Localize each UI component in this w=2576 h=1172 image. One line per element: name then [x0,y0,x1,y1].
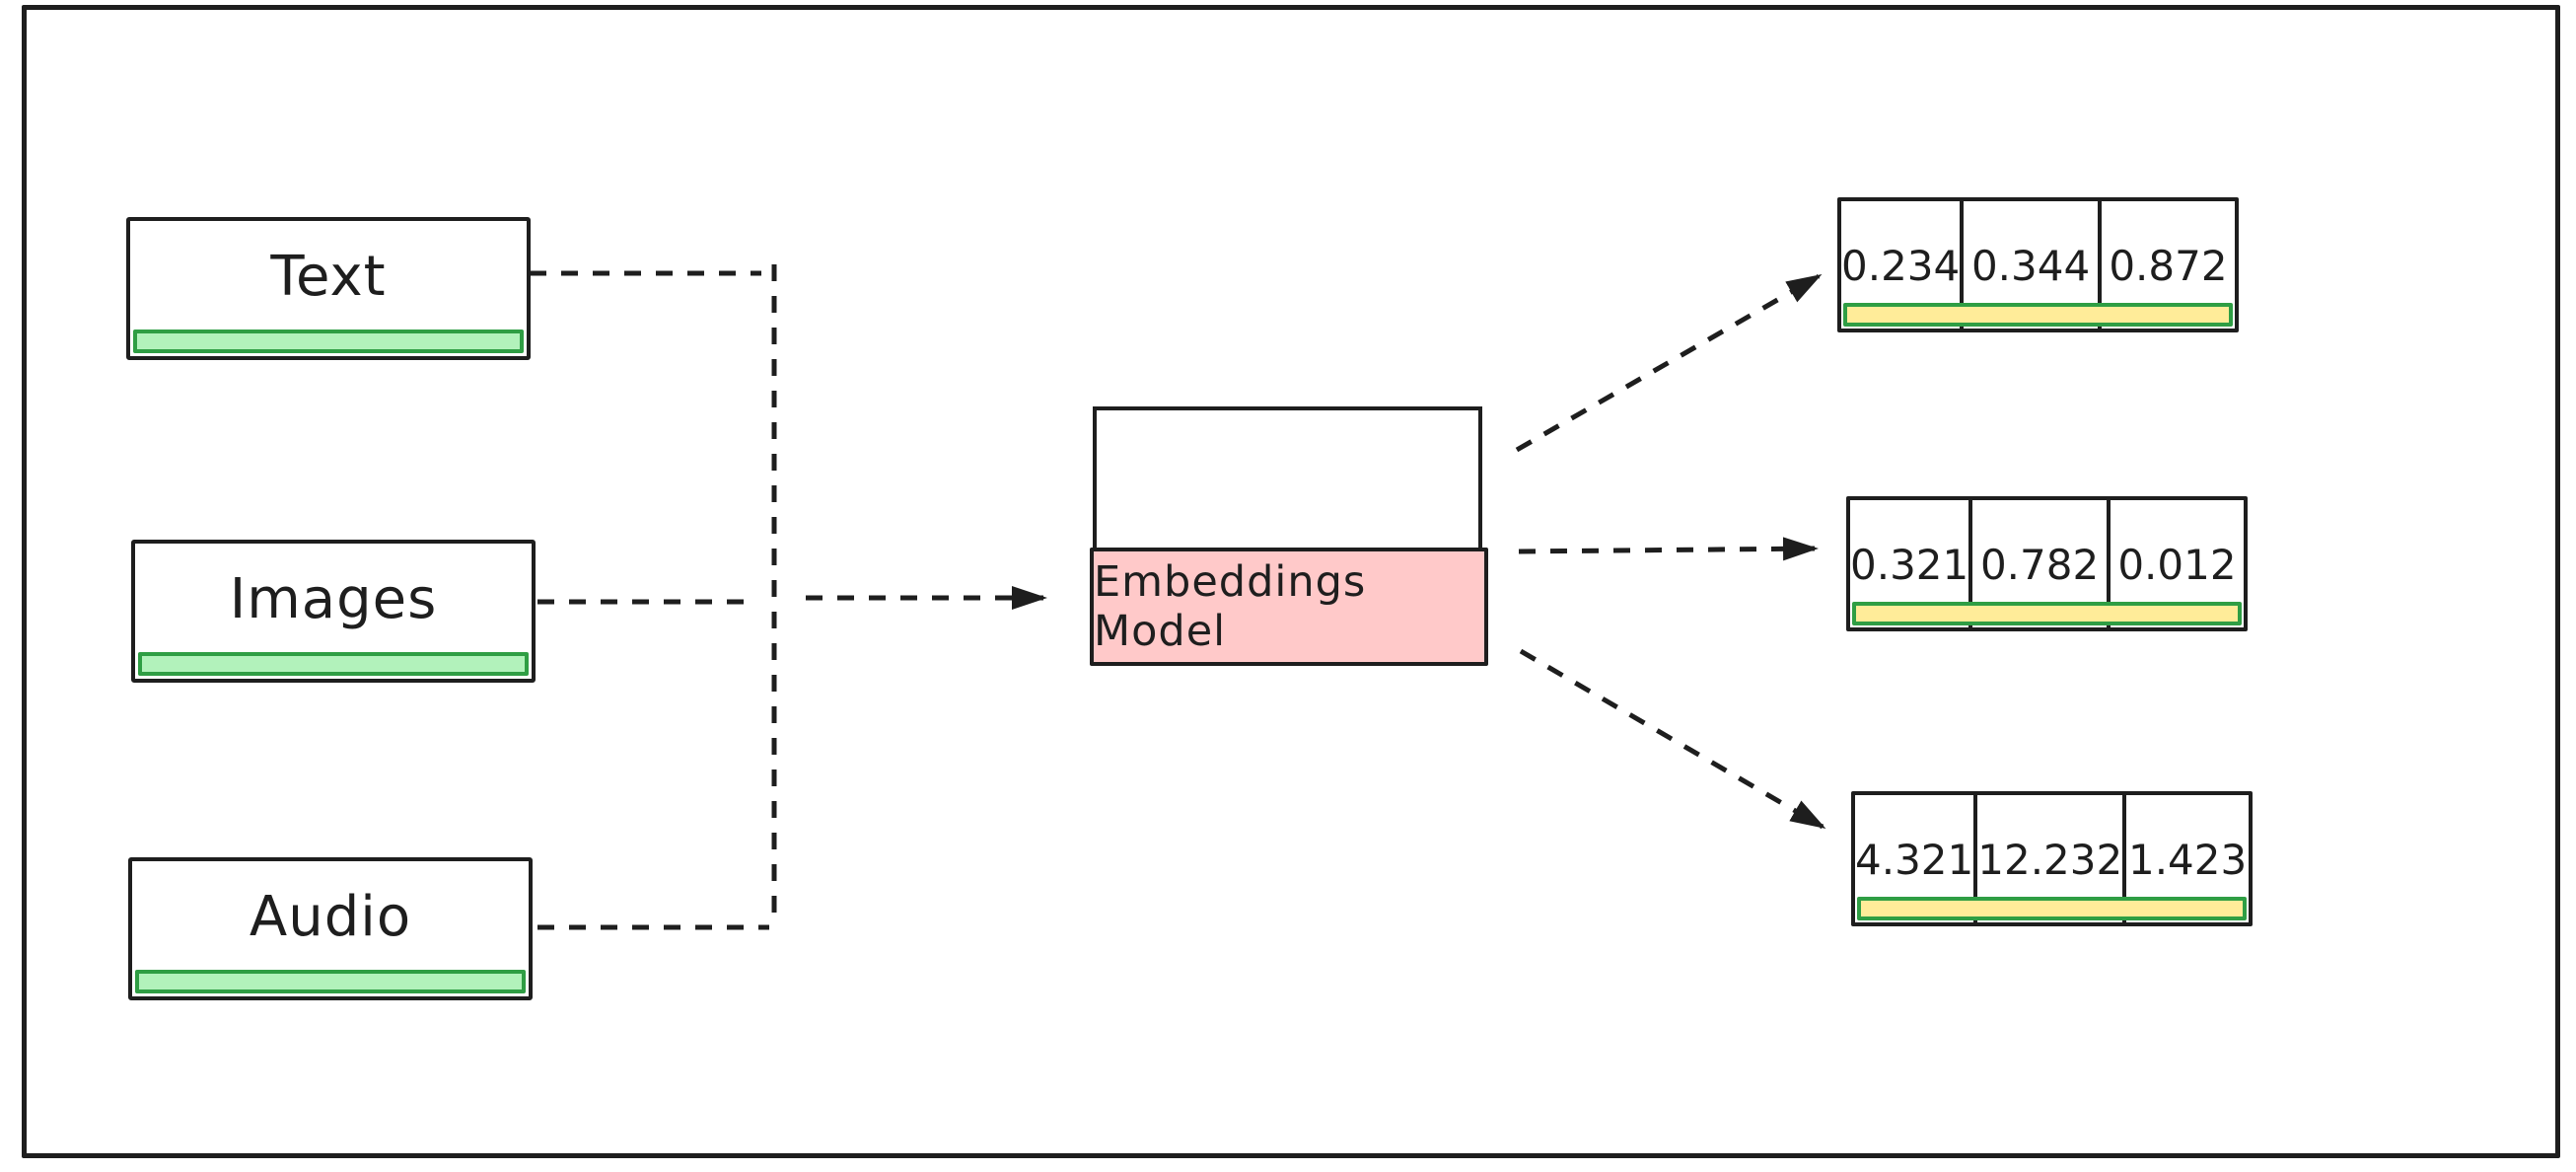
vector-cell: 0.344 [1964,201,2102,330]
vector-cell: 0.012 [2117,541,2237,589]
embeddings-model-box: Embeddings Model [1090,406,1488,666]
vector-box-2: 0.321 0.782 0.012 [1846,496,2248,631]
input-box-text: Text [126,217,531,360]
input-box-images: Images [131,540,536,683]
input-label: Images [229,566,438,631]
vector-box-3: 4.321 12.232 1.423 [1851,791,2253,926]
model-label-bar: Embeddings Model [1090,548,1488,666]
input-label: Audio [249,884,412,949]
vector-cell: 1.423 [2127,836,2248,884]
vector-cell: 0.782 [1972,500,2111,629]
vector-cell: 4.321 [1855,795,1978,924]
vector-cell: 0.872 [2109,242,2228,290]
model-label: Embeddings Model [1094,557,1367,656]
green-strip [133,330,524,353]
model-top-section [1093,406,1482,553]
yellow-strip [1857,897,2247,920]
input-label: Text [270,244,387,309]
vector-cells: 0.234 0.344 0.872 [1841,201,2235,330]
vector-cells: 0.321 0.782 0.012 [1850,500,2244,629]
vector-cell: 0.321 [1850,500,1973,629]
yellow-strip [1843,303,2233,327]
vector-cells: 4.321 12.232 1.423 [1855,795,2249,924]
vector-box-1: 0.234 0.344 0.872 [1837,197,2239,332]
green-strip [138,652,529,676]
vector-cell: 12.232 [1977,795,2127,924]
green-strip [135,970,526,993]
input-box-audio: Audio [128,857,533,1000]
vector-cell: 0.234 [1841,201,1965,330]
yellow-strip [1852,602,2242,625]
